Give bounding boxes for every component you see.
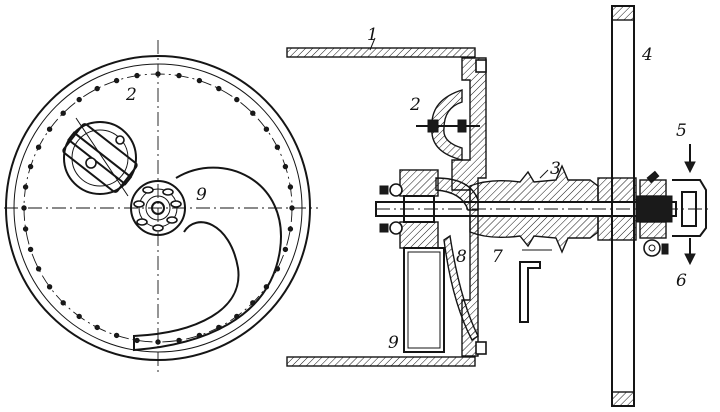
scoop-blade bbox=[443, 234, 479, 342]
curved-housing bbox=[435, 177, 479, 211]
bolt-hole bbox=[46, 284, 53, 290]
label-9-front: 9 bbox=[196, 185, 207, 205]
bolt-hole bbox=[287, 226, 294, 232]
label-5: 5 bbox=[676, 121, 687, 141]
bolt-hole bbox=[60, 110, 66, 116]
cleaning-device-front bbox=[62, 117, 138, 197]
bolt-hole bbox=[76, 96, 82, 103]
label-9-side: 9 bbox=[388, 333, 399, 353]
bolt-hole bbox=[22, 226, 29, 232]
bolt-hole bbox=[250, 110, 256, 116]
bolt-hole bbox=[94, 85, 100, 92]
bolt-hole bbox=[196, 77, 203, 84]
spiral-scoop bbox=[133, 166, 282, 352]
bolt-hole bbox=[35, 266, 42, 272]
hub-assembly bbox=[379, 169, 439, 249]
bolt-hole bbox=[22, 184, 29, 190]
bolt-hole bbox=[60, 300, 66, 306]
bolt-hole bbox=[113, 77, 120, 84]
drum-top-wall bbox=[286, 47, 476, 58]
bolt-hole bbox=[134, 337, 140, 344]
central-hub bbox=[130, 180, 186, 236]
label-8: 8 bbox=[456, 247, 467, 267]
bolt-hole bbox=[287, 184, 294, 190]
bolt-hole bbox=[282, 246, 289, 253]
bolt-hole bbox=[282, 163, 289, 170]
screw-conveyor bbox=[469, 164, 599, 203]
bolt-hole bbox=[35, 144, 42, 150]
bolt-hole bbox=[113, 332, 120, 339]
bolt-hole bbox=[176, 72, 182, 79]
label-7: 7 bbox=[492, 247, 503, 267]
stationary-bracket bbox=[519, 261, 541, 323]
cleaning-device-side bbox=[431, 89, 463, 161]
bolt-hole bbox=[134, 72, 140, 79]
seal-assembly bbox=[635, 170, 707, 257]
label-1: 1 bbox=[367, 25, 378, 45]
hub-plate-side bbox=[403, 247, 445, 353]
bolt-holes bbox=[21, 71, 295, 345]
bolt-hole bbox=[274, 144, 281, 150]
bolt-hole bbox=[216, 85, 222, 92]
large-disc-edge bbox=[611, 5, 635, 407]
bolt-hole bbox=[76, 313, 82, 320]
rotor-plate bbox=[451, 57, 487, 357]
label-2-side: 2 bbox=[409, 95, 421, 115]
label-3: 3 bbox=[550, 159, 561, 179]
bolt-hole bbox=[27, 246, 34, 253]
bolt-hole bbox=[27, 163, 34, 170]
label-2-front: 2 bbox=[125, 85, 137, 105]
bolt-hole bbox=[234, 96, 240, 103]
front-view: 2 9 bbox=[4, 40, 318, 375]
bolt-hole bbox=[263, 126, 270, 132]
side-view: 1 2 3 4 5 6 7 8 9 bbox=[286, 5, 712, 407]
drum-bottom-wall bbox=[286, 356, 476, 367]
label-6: 6 bbox=[676, 271, 687, 291]
bolt-hole bbox=[94, 324, 100, 331]
bolt-hole bbox=[46, 126, 53, 132]
label-4: 4 bbox=[641, 45, 653, 65]
